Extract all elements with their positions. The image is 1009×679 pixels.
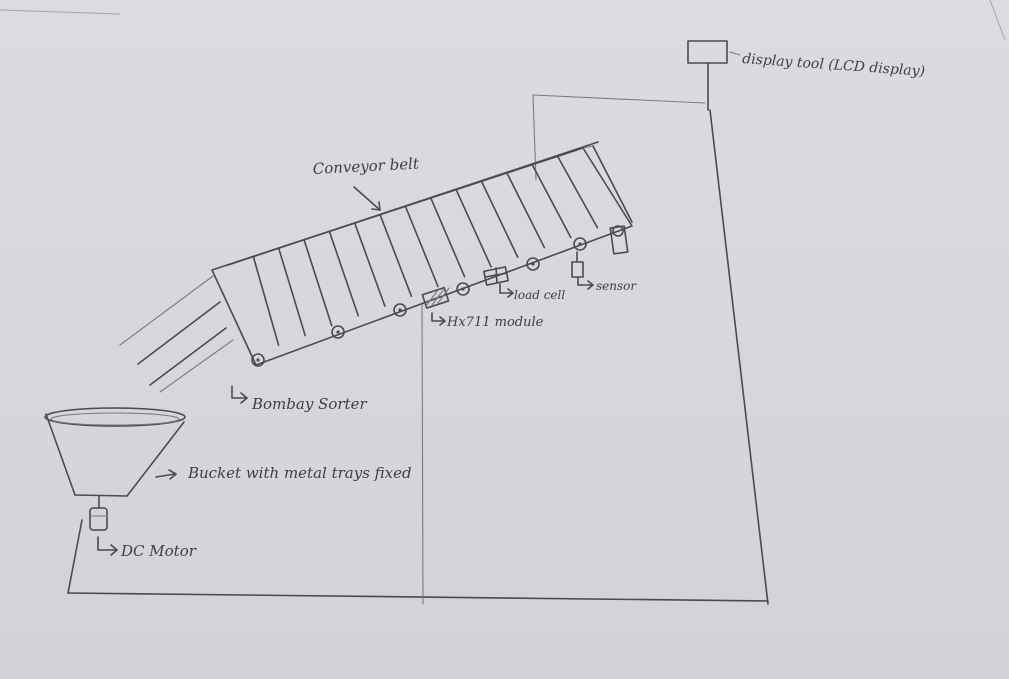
belt-roller-axle	[461, 287, 464, 290]
belt-slat	[253, 257, 278, 346]
chute	[120, 276, 233, 392]
chute-line-1	[120, 276, 213, 345]
lcd-display-box	[688, 41, 727, 63]
belt-slat	[431, 198, 465, 277]
bucket	[45, 408, 185, 496]
belt-roller-axle	[256, 358, 259, 361]
sensor	[572, 252, 583, 277]
dc-motor-body	[90, 508, 107, 530]
middle-support-post	[422, 303, 423, 604]
chute-line-3	[150, 328, 226, 385]
belt-slat	[329, 232, 358, 316]
belt-slat	[355, 223, 385, 306]
belt-rollers	[252, 238, 586, 366]
conveyor-belt-arrow	[354, 187, 380, 210]
paper-artifacts	[0, 0, 1005, 40]
chute-line-2	[138, 302, 220, 364]
chute-line-4	[160, 340, 233, 392]
paper-crease-line	[0, 10, 120, 14]
sensor-box	[572, 262, 583, 277]
belt-roller-axle	[336, 330, 339, 333]
belt-slat	[406, 207, 439, 287]
belt-roller-axle	[531, 262, 534, 265]
dc-motor-hook	[98, 537, 116, 550]
bucket-right-side	[127, 422, 184, 496]
labels: display tool (LCD display) Conveyor belt…	[120, 51, 926, 560]
hx711-module-label: Hx711 module	[446, 315, 544, 330]
top-crossbar	[533, 95, 705, 103]
belt-slat	[507, 173, 544, 247]
belt-slat	[380, 215, 411, 296]
load-cell-label: load cell	[514, 288, 565, 302]
bucket-bottom	[75, 495, 127, 496]
belt-slat	[279, 248, 305, 335]
bucket-rim-inner	[51, 413, 179, 425]
lcd-display	[688, 41, 727, 110]
dc-motor-label: DC Motor	[120, 542, 197, 560]
display-tool-label: display tool (LCD display)	[742, 51, 926, 80]
dc-motor	[90, 496, 107, 530]
belt-slat	[304, 240, 332, 326]
conveyor-belt-label: Conveyor belt	[312, 154, 420, 178]
base-line	[68, 593, 768, 601]
belt-roller-axle	[578, 242, 581, 245]
hx711-hook	[432, 313, 444, 321]
belt-slat	[558, 156, 598, 227]
bucket-left-side	[46, 414, 75, 495]
belt-slat	[456, 190, 491, 267]
belt-end-edge	[593, 146, 632, 222]
sensor-label: sensor	[596, 279, 637, 293]
left-frame-leg	[68, 520, 82, 593]
belt-slat	[482, 181, 518, 257]
bombay-sorter-label: Bombay Sorter	[251, 395, 367, 413]
paper-edge-line	[990, 0, 1005, 40]
bucket-label: Bucket with metal trays fixed	[187, 464, 412, 482]
load-cell	[484, 267, 508, 285]
right-support-post	[710, 110, 768, 604]
belt-slat	[532, 165, 571, 238]
belt-slats	[253, 156, 597, 345]
display-tool-leader	[730, 52, 740, 55]
belt-roller-axle	[398, 308, 401, 311]
